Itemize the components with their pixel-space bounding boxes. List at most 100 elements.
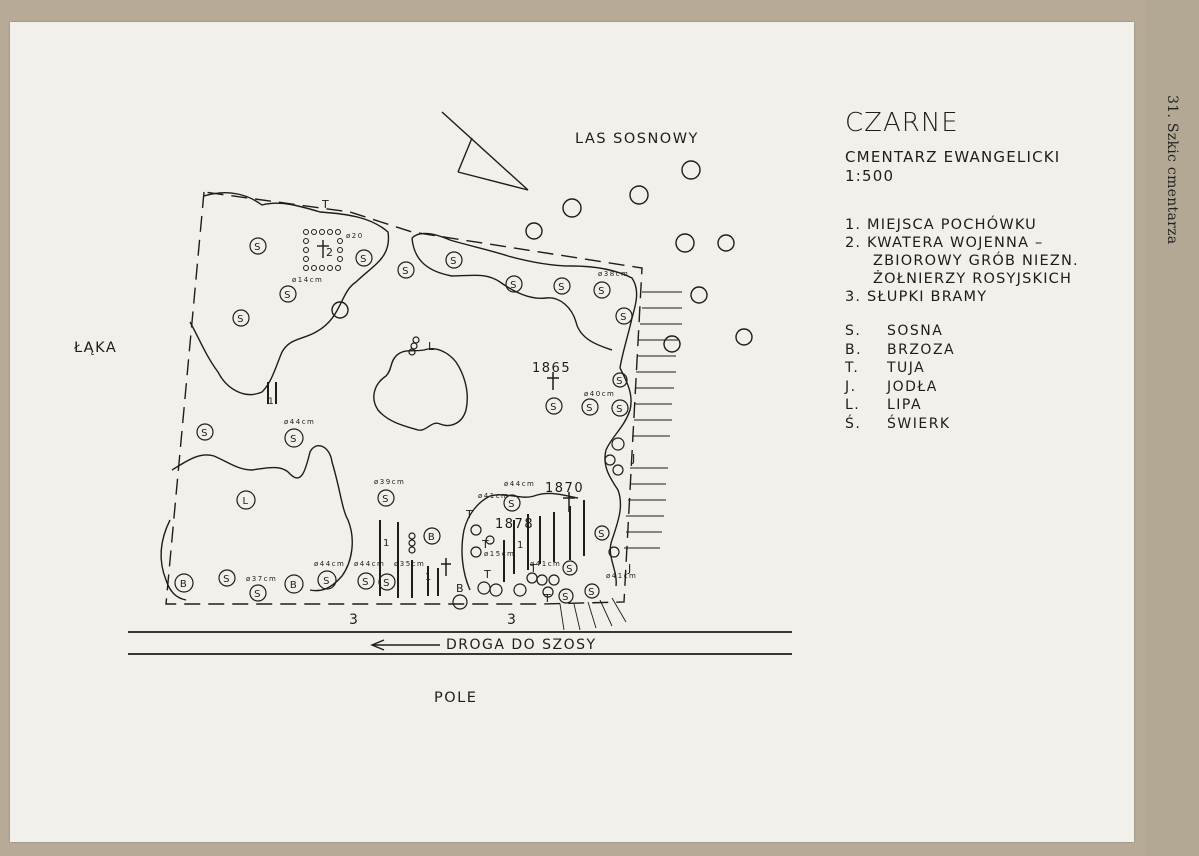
tree-name: LIPA bbox=[887, 397, 923, 413]
tree-label: S bbox=[362, 577, 370, 588]
legend-item: ZBIOROWY GRÓB NIEZN. bbox=[873, 253, 1079, 269]
road-direction-arrow-icon bbox=[370, 639, 440, 651]
tree-label: S bbox=[598, 529, 606, 540]
tree-label: S bbox=[588, 587, 596, 598]
tree-name: ŚWIERK bbox=[887, 415, 951, 432]
vegetation-outline-sw-edge bbox=[160, 519, 187, 601]
tree-label-J: J bbox=[627, 562, 633, 575]
label-droga: DROGA DO SZOSY bbox=[446, 637, 597, 653]
diameter-note: ø20 bbox=[346, 232, 364, 240]
diameter-note: ø40cm bbox=[584, 390, 615, 398]
tree-label: S bbox=[290, 434, 298, 445]
page-margin-strip bbox=[1146, 0, 1199, 856]
vegetation-outline-inner-north bbox=[411, 237, 613, 351]
tree-label: S bbox=[383, 578, 391, 589]
legend-item: 3. SŁUPKI BRAMY bbox=[845, 289, 988, 305]
label-las-sosnowy: LAS SOSNOWY bbox=[575, 131, 699, 147]
diameter-note: ø14cm bbox=[292, 276, 323, 284]
vegetation-outline-north bbox=[411, 232, 638, 369]
tree-symbols bbox=[174, 237, 633, 610]
figure-caption: 31. Szkic cmentarza bbox=[1164, 95, 1180, 245]
grave-number: 1 bbox=[268, 397, 275, 407]
war-grave-number: 2 bbox=[326, 246, 335, 259]
tree-label-T: T bbox=[543, 592, 552, 605]
diameter-note: ø41cm bbox=[530, 560, 561, 568]
legend: 1. MIEJSCA POCHÓWKU 2. KWATERA WOJENNA –… bbox=[845, 216, 1079, 306]
diameter-notes: ø44cm ø39cm ø44cm ø41cm ø15cm ø38cm ø40c… bbox=[246, 232, 637, 583]
tree-label: S bbox=[237, 314, 245, 325]
tree-label-B: B bbox=[456, 582, 465, 595]
diameter-note: ø44cm bbox=[504, 480, 535, 488]
year-labels: 1865 1870 1878 bbox=[495, 361, 584, 532]
diameter-note: ø44cm bbox=[284, 418, 315, 426]
tree-label-L: L bbox=[428, 340, 436, 353]
gate-post-label: 3 bbox=[507, 612, 517, 628]
tree-legend-item: Ś. ŚWIERK bbox=[845, 415, 955, 434]
tree-label: S bbox=[620, 312, 628, 323]
tree-letters: S S S S S S S S S S S S S S S S L S S B … bbox=[180, 242, 628, 603]
tree-label: S bbox=[510, 280, 518, 291]
tree-label: S bbox=[616, 376, 624, 387]
grave-marks bbox=[267, 382, 585, 598]
tree-code: Ś. bbox=[845, 415, 862, 432]
year-1870: 1870 bbox=[545, 481, 584, 496]
war-grave-plot bbox=[303, 229, 343, 271]
tree-label: S bbox=[402, 266, 410, 277]
tree-label: S bbox=[508, 499, 516, 510]
tree-name: JODŁA bbox=[887, 378, 938, 395]
tree-legend-item: T.TUJA bbox=[845, 359, 955, 378]
forest-tree-circles bbox=[331, 160, 753, 353]
grave-number: 1 bbox=[517, 540, 525, 551]
label-pole: POLE bbox=[434, 690, 477, 706]
tree-label: S bbox=[616, 404, 624, 415]
vegetation-outline-east bbox=[604, 367, 632, 587]
grave-number: 1 bbox=[383, 538, 391, 549]
diameter-note: ø15cm bbox=[484, 550, 515, 558]
gate-fan-lines bbox=[559, 597, 627, 631]
tree-label: B bbox=[428, 532, 436, 543]
tree-label-T: T bbox=[529, 562, 538, 575]
tree-label: B bbox=[180, 579, 188, 590]
tree-label: S bbox=[201, 428, 209, 439]
legend-item: 1. MIEJSCA POCHÓWKU bbox=[845, 217, 1037, 233]
misc-tree-letters: T T T T T T B L J J 2 1 1 1 1 bbox=[268, 198, 637, 605]
lime-tree-crown bbox=[373, 348, 468, 431]
diameter-note: ø39cm bbox=[374, 478, 405, 486]
diameter-note: ø44cm bbox=[314, 560, 345, 568]
subtitle: CMENTARZ EWANGELICKI 1:500 bbox=[845, 148, 1060, 186]
legend-item: ŻOŁNIERZY ROSYJSKICH bbox=[873, 271, 1073, 287]
tree-label: S bbox=[382, 494, 390, 505]
diameter-note: ø44cm bbox=[354, 560, 385, 568]
page-title: CZARNE bbox=[845, 108, 959, 138]
tree-name: BRZOZA bbox=[887, 341, 956, 358]
tree-legend-item: S.SOSNA bbox=[845, 322, 955, 341]
tree-label: S bbox=[323, 576, 331, 587]
label-laka: ŁĄKA bbox=[73, 340, 117, 356]
tree-label: B bbox=[290, 580, 298, 591]
tree-legend-item: J.JODŁA bbox=[845, 378, 955, 397]
tree-label: S bbox=[586, 403, 594, 414]
tree-label: S bbox=[562, 592, 570, 603]
diameter-note: ø37cm bbox=[246, 575, 277, 583]
north-arrow-icon bbox=[441, 111, 529, 191]
diameter-note: ø41cm bbox=[478, 492, 509, 500]
legend-item: 2. KWATERA WOJENNA – bbox=[845, 235, 1044, 251]
vegetation-outline-southeast bbox=[461, 492, 579, 591]
tree-label: S bbox=[450, 256, 458, 267]
scale-label: 1:500 bbox=[845, 167, 895, 185]
diameter-note: ø41cm bbox=[606, 572, 637, 580]
tree-label-J: J bbox=[631, 452, 637, 465]
tree-label-T: T bbox=[465, 508, 474, 521]
tree-label: S bbox=[284, 290, 292, 301]
tree-label: S bbox=[558, 282, 566, 293]
tree-label-T: T bbox=[321, 198, 330, 211]
tree-label: S bbox=[566, 564, 574, 575]
vegetation-outline-west bbox=[189, 192, 390, 396]
tree-name: TUJA bbox=[887, 360, 926, 376]
tree-legend-item: L. LIPA bbox=[845, 396, 955, 415]
tree-label-T: T bbox=[481, 538, 490, 551]
tree-legend-item: B.BRZOZA bbox=[845, 341, 955, 360]
place-labels: LAS SOSNOWY ŁĄKA DROGA DO SZOSY POLE bbox=[73, 131, 699, 706]
tree-code: L. bbox=[845, 397, 861, 413]
